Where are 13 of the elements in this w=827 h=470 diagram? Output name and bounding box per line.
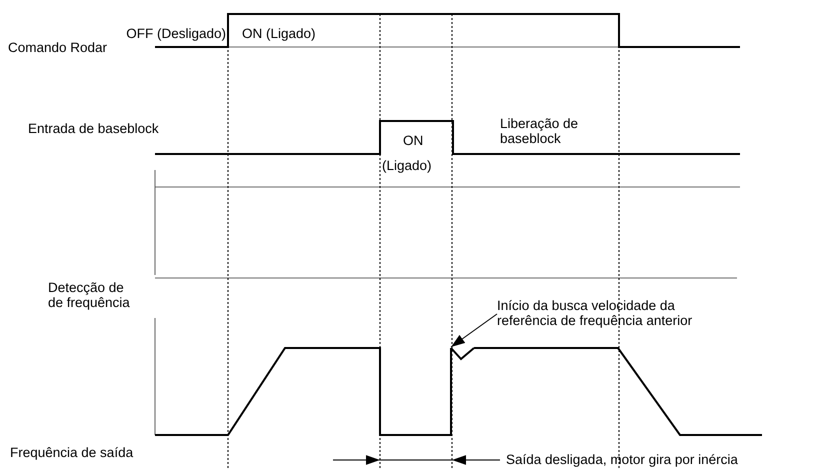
speed-search-dip bbox=[450, 347, 475, 360]
annotation-text: Liberação de baseblock bbox=[500, 116, 580, 146]
signal-name: Entrada de baseblock bbox=[28, 121, 159, 136]
signal-name: Frequência de saída bbox=[10, 445, 134, 460]
signal-name: Detecção de de frequência bbox=[48, 280, 131, 310]
signal-name: Comando Rodar bbox=[8, 40, 108, 55]
state-label: ON (Ligado) bbox=[242, 26, 316, 41]
annotation-text: Saída desligada, motor gira por inércia bbox=[506, 452, 738, 467]
state-label: ON bbox=[403, 133, 424, 148]
callout-text: Início da busca velocidade da referência de frequência anterior bbox=[497, 298, 719, 328]
leader-line bbox=[450, 314, 498, 348]
state-label: OFF (Desligado) bbox=[125, 26, 226, 41]
state-label: (Ligado) bbox=[382, 158, 432, 173]
